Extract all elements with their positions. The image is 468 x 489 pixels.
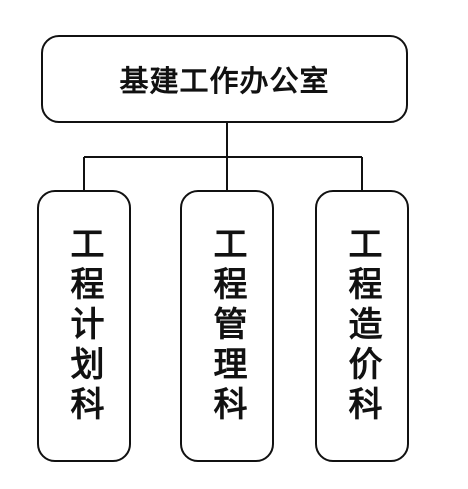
child-node-label: 工程计划科	[64, 226, 104, 426]
root-node-label: 基建工作办公室	[119, 64, 330, 98]
child-node-cost: 工程造价科	[315, 190, 409, 462]
child-node-planning: 工程计划科	[37, 190, 131, 462]
child-node-management: 工程管理科	[180, 190, 274, 462]
child-node-label: 工程管理科	[207, 226, 247, 426]
child-node-label: 工程造价科	[342, 226, 382, 426]
root-node: 基建工作办公室	[41, 35, 408, 123]
